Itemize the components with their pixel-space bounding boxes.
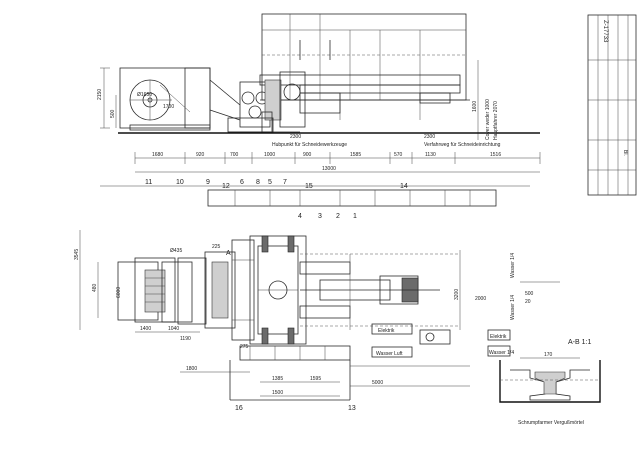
position-number: 2: [336, 213, 340, 220]
position-number: 16: [235, 405, 243, 412]
elevation-radius-label: Ø1650: [137, 92, 152, 98]
elevation-view: Ø1650 1700 2150 500 1600 Cover weder 100…: [97, 13, 541, 190]
note-hub-position: Hubpunkt für Schneidewerkzeuge: [272, 142, 347, 148]
dim-20: 20: [525, 299, 531, 305]
dim-1680: 1680: [152, 152, 163, 158]
position-numbers-top: 11 10 9 12 6 8 5 7 15 14: [145, 179, 408, 190]
section-a-b: A-B 1:1 170 Schrumpfarmer Vergußmörtel: [499, 339, 601, 426]
dim-5000: 5000: [372, 380, 383, 386]
dim-500-plan: 500: [525, 291, 534, 297]
dim-700: 700: [230, 152, 239, 158]
dim-1385: 1385: [272, 376, 283, 382]
dim-1600: 1600: [472, 101, 478, 112]
position-number: 6: [240, 179, 244, 186]
section-title: A-B 1:1: [568, 339, 591, 346]
dim-3200: 3200: [454, 289, 460, 300]
box-label-1: Elektrik: [378, 328, 395, 334]
section-dim: 170: [544, 352, 553, 358]
dim-1800: 1800: [186, 366, 197, 372]
section-mark-a: A: [226, 250, 231, 257]
position-number: 9: [206, 179, 210, 186]
dim-1040: 1040: [168, 326, 179, 332]
plan-view: 3545 480 Ø435 A: [74, 230, 560, 401]
dim-920: 920: [196, 152, 205, 158]
dim-900: 900: [303, 152, 312, 158]
dim-2150: 2150: [97, 89, 103, 100]
dim-13000: 13000: [322, 166, 336, 172]
position-number: 4: [298, 213, 302, 220]
position-number: 1: [353, 213, 357, 220]
dim-1400: 1400: [140, 326, 151, 332]
foundation-strip: [207, 189, 497, 207]
position-number: 10: [176, 179, 184, 186]
side-note-1: Wasser 1/4: [510, 253, 516, 278]
dim-275: 275: [240, 344, 249, 350]
position-numbers-bottom: 16 13: [235, 405, 356, 412]
position-number: 11: [145, 179, 152, 186]
side-note-2: Wasser 1/4: [510, 295, 516, 320]
dim-435: Ø435: [170, 248, 182, 254]
position-number: 8: [256, 179, 260, 186]
dim-480: 480: [92, 283, 98, 292]
dim-570: 570: [394, 152, 403, 158]
note-cover: Cover weder 1000: [485, 99, 491, 140]
note-travel: Verfahrweg für Schneideinrichtung: [424, 142, 501, 148]
dim-1595: 1595: [310, 376, 321, 382]
position-number: 14: [400, 183, 408, 190]
position-number: 12: [222, 183, 230, 190]
dim-travel-2300: 2300: [424, 134, 435, 140]
dim-2000: 2000: [475, 296, 486, 302]
dim-3545: 3545: [74, 249, 80, 260]
dim-6000: 6000: [116, 287, 122, 298]
section-caption: Schrumpfarmer Vergußmörtel: [518, 420, 584, 426]
dim-1516: 1516: [490, 152, 501, 158]
dim-1500: 1500: [272, 390, 283, 396]
drawing-number: Z-17733: [602, 20, 608, 43]
wheel-label-1: Elektrik: [490, 334, 507, 340]
dim-500: 500: [110, 109, 116, 118]
title-block: Z-17733 Bl.: [587, 14, 637, 196]
sheet-label: Bl.: [622, 150, 628, 156]
elevation-radius-dim: 1700: [163, 104, 174, 110]
wheel-label-2: Wasser 1/4: [489, 350, 514, 356]
dim-1190: 1190: [180, 336, 191, 342]
dim-hub-2300: 2300: [290, 134, 301, 140]
dim-1130: 1130: [425, 152, 436, 158]
position-number: 7: [283, 179, 287, 186]
position-number: 13: [348, 405, 356, 412]
position-number: 3: [318, 213, 322, 220]
dim-1000: 1000: [264, 152, 275, 158]
dim-225: 225: [212, 244, 221, 250]
dim-1585: 1585: [350, 152, 361, 158]
position-number: 15: [305, 183, 313, 190]
note-hauptfahrer: Hauptfahrer 2070: [493, 101, 499, 140]
position-number: 5: [268, 179, 272, 186]
position-numbers-plan: 4 3 2 1: [298, 213, 357, 220]
box-label-2: Wasser Luft: [376, 351, 403, 357]
